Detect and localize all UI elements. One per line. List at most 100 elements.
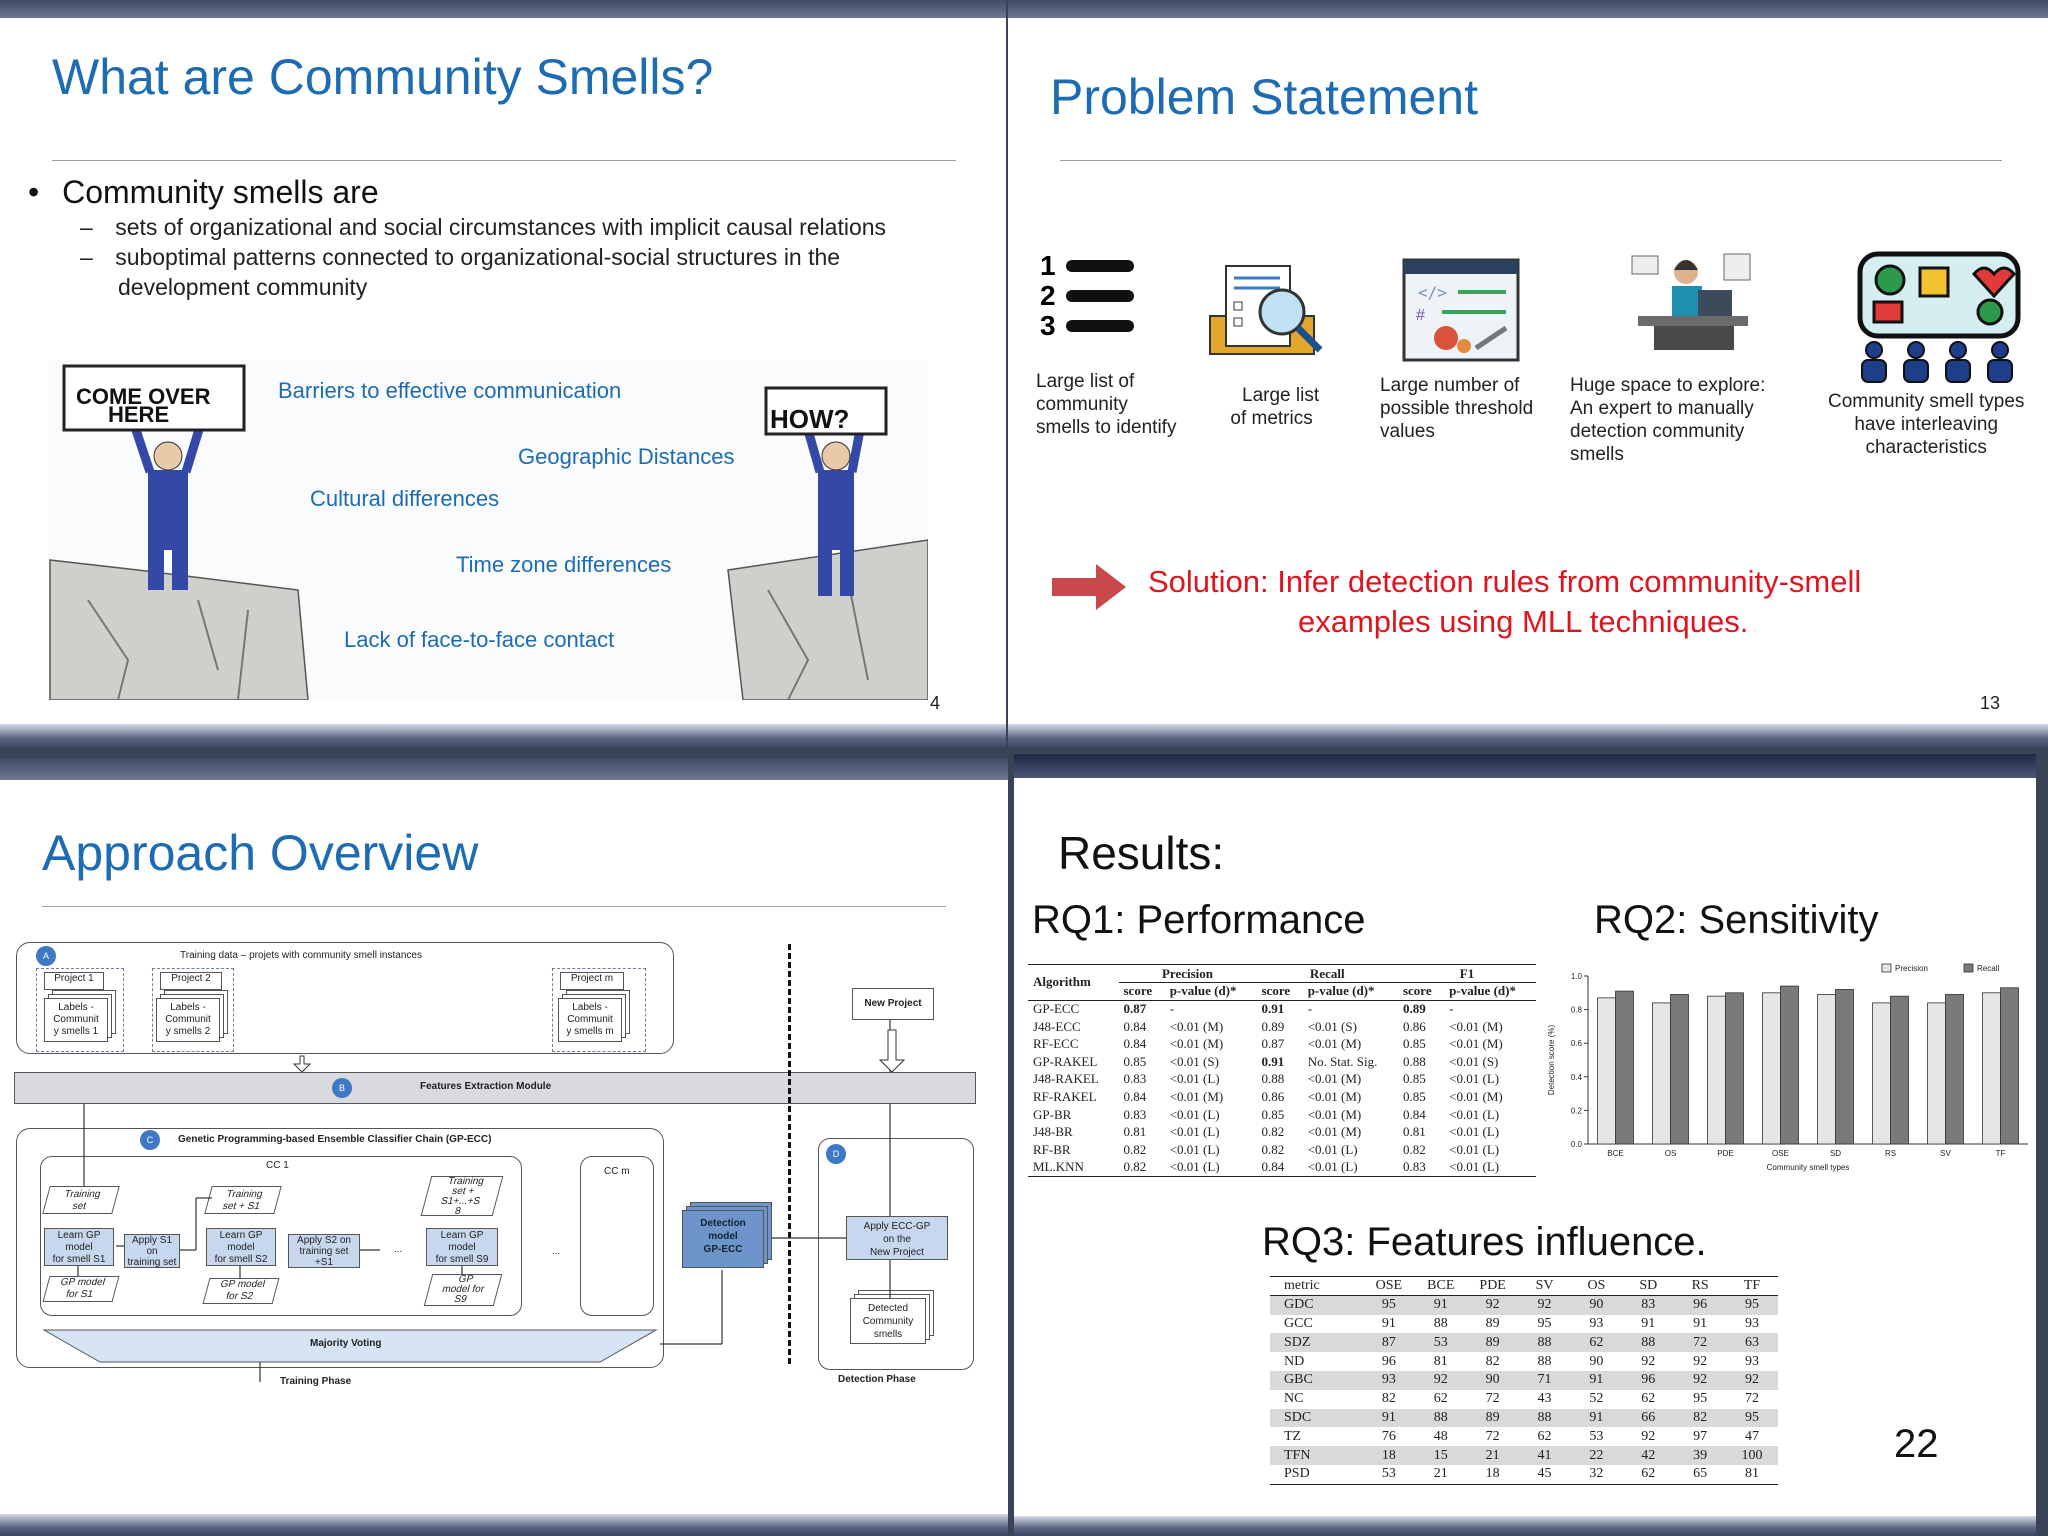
bar-recall [1835,989,1854,1145]
ccm-panel [580,1156,654,1316]
community-types-icon [1857,251,2021,383]
rq3-heading: RQ3: Features influence. [1262,1220,1707,1264]
sign-right [764,386,888,436]
bullet-text: • Community smells are [28,174,379,211]
barrier-culture: Cultural differences [310,486,500,511]
sign-left-line2: HERE [108,402,170,427]
dash: – [80,214,93,240]
bar-recall [1780,985,1799,1145]
sign-left [62,364,246,432]
ellipsis-2: ... [552,1246,561,1257]
slide-title: What are Community Smells? [52,49,714,105]
threshold-settings-icon: </> # [1402,258,1520,362]
slide-bottom-bar [0,724,1006,748]
barrier-communication: Barriers to effective communication [278,378,622,403]
y-tick-label: 1.0 [1571,972,1583,981]
detection-phase-label: Detection Phase [838,1374,916,1385]
bar-precision [1652,1002,1671,1145]
ellipsis-1: ... [394,1244,403,1255]
x-tick-label: OS [1665,1149,1677,1158]
caption-thresholds: Large number of possible threshold value… [1380,375,1534,442]
project-2: Project 2 [160,972,222,990]
y-tick-label: 0.2 [1571,1106,1583,1115]
slide-title: Problem Statement [1050,69,1478,125]
bar-precision [1707,995,1726,1145]
caption-interleaving: Community smell types have interleaving … [1828,391,2025,458]
barrier-timezone: Time zone differences [456,552,672,577]
cc1-label: CC 1 [266,1160,289,1171]
title-rule [52,160,956,161]
sign-left-line1: COME OVER [76,384,211,409]
title-rule [1060,160,2002,161]
x-tick-label: OSE [1772,1149,1789,1158]
bar-recall [1890,995,1909,1145]
majority-voting-shape [42,1329,658,1363]
numbered-list-icon: 1 2 3 [1040,250,1134,341]
barrier-geography: Geographic Distances [518,444,735,469]
marker-b: B [332,1078,352,1098]
slide-problem-statement: Problem Statement 1 2 3 </> # [1008,0,2048,748]
detection-panel [818,1138,974,1370]
sub-item-2: – suboptimal patterns connected to organ… [80,244,841,270]
project-1-group [36,968,124,1052]
rq1-table: Algorithm Precision Recall F1 score p-va… [1028,965,1536,1176]
ccm-label: CC m [604,1166,630,1177]
caption-metrics: Large list of metrics [1230,385,1320,429]
col-f1: F1 [1397,965,1536,984]
slide-bottom-bar [1008,724,2048,748]
bar-recall [1725,992,1744,1145]
slide-approach-overview: Approach Overview A Training data – proj… [0,758,1008,1536]
project-m-group [552,968,646,1052]
barrier-face-to-face: Lack of face-to-face contact [344,627,615,652]
cliff-illustration [48,360,928,700]
x-tick-label: SV [1940,1149,1951,1158]
solution-line-1: Solution: Infer detection rules from com… [1148,564,1862,599]
legend-label: Recall [1977,964,1999,973]
title-rule [42,906,946,907]
caption-smell-list: Large list of community smells to identi… [1036,371,1177,438]
slide-top-bar [0,0,1006,18]
flow-connectors [77,1020,906,1382]
bar-precision [1927,1002,1946,1145]
training-data-title: Training data – projets with community s… [180,950,422,961]
x-axis-label: Community smell types [1767,1163,1850,1172]
slide-top-bar [0,758,1008,780]
x-tick-label: BCE [1607,1149,1623,1158]
bar-recall [1945,994,1964,1145]
rq1-heading: RQ1: Performance [1032,898,1366,942]
bar-precision [1817,994,1836,1145]
features-extraction-bar [14,1072,976,1104]
col-precision: Precision [1118,965,1257,984]
legend-label: Precision [1895,964,1928,973]
project-1: Project 1 [44,972,104,990]
majority-voting-label: Majority Voting [310,1338,382,1349]
x-tick-label: TF [1996,1149,2006,1158]
bullet-dot: • [28,174,40,210]
phase-divider [788,944,791,1364]
slide-bottom-bar [0,1514,1008,1536]
project-2-group [152,968,234,1052]
